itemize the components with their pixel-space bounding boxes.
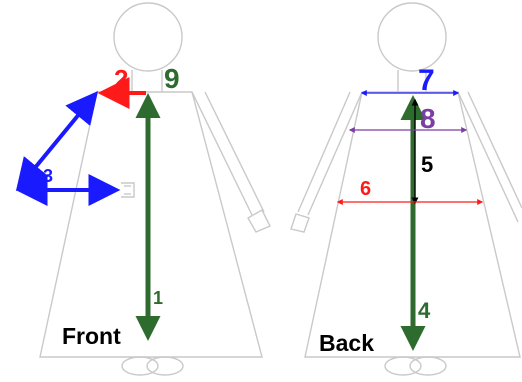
measurement-label-5: 5 xyxy=(421,152,433,177)
measurement-label-2: 2 xyxy=(114,64,128,94)
measurement-label-9: 9 xyxy=(164,63,180,94)
measurement-label-4: 4 xyxy=(418,298,431,323)
measurement-label-6: 6 xyxy=(360,178,371,200)
measurement-3-arrow xyxy=(15,91,121,206)
measurement-label-8: 8 xyxy=(420,103,436,134)
measurement-label-3: 3 xyxy=(43,166,53,186)
back-figure xyxy=(290,2,522,376)
measurement-label-1: 1 xyxy=(153,288,163,308)
front-view-label: Front xyxy=(62,323,121,349)
front-figure xyxy=(39,2,271,376)
measurement-label-7: 7 xyxy=(418,64,435,97)
back-view-label: Back xyxy=(319,330,374,356)
